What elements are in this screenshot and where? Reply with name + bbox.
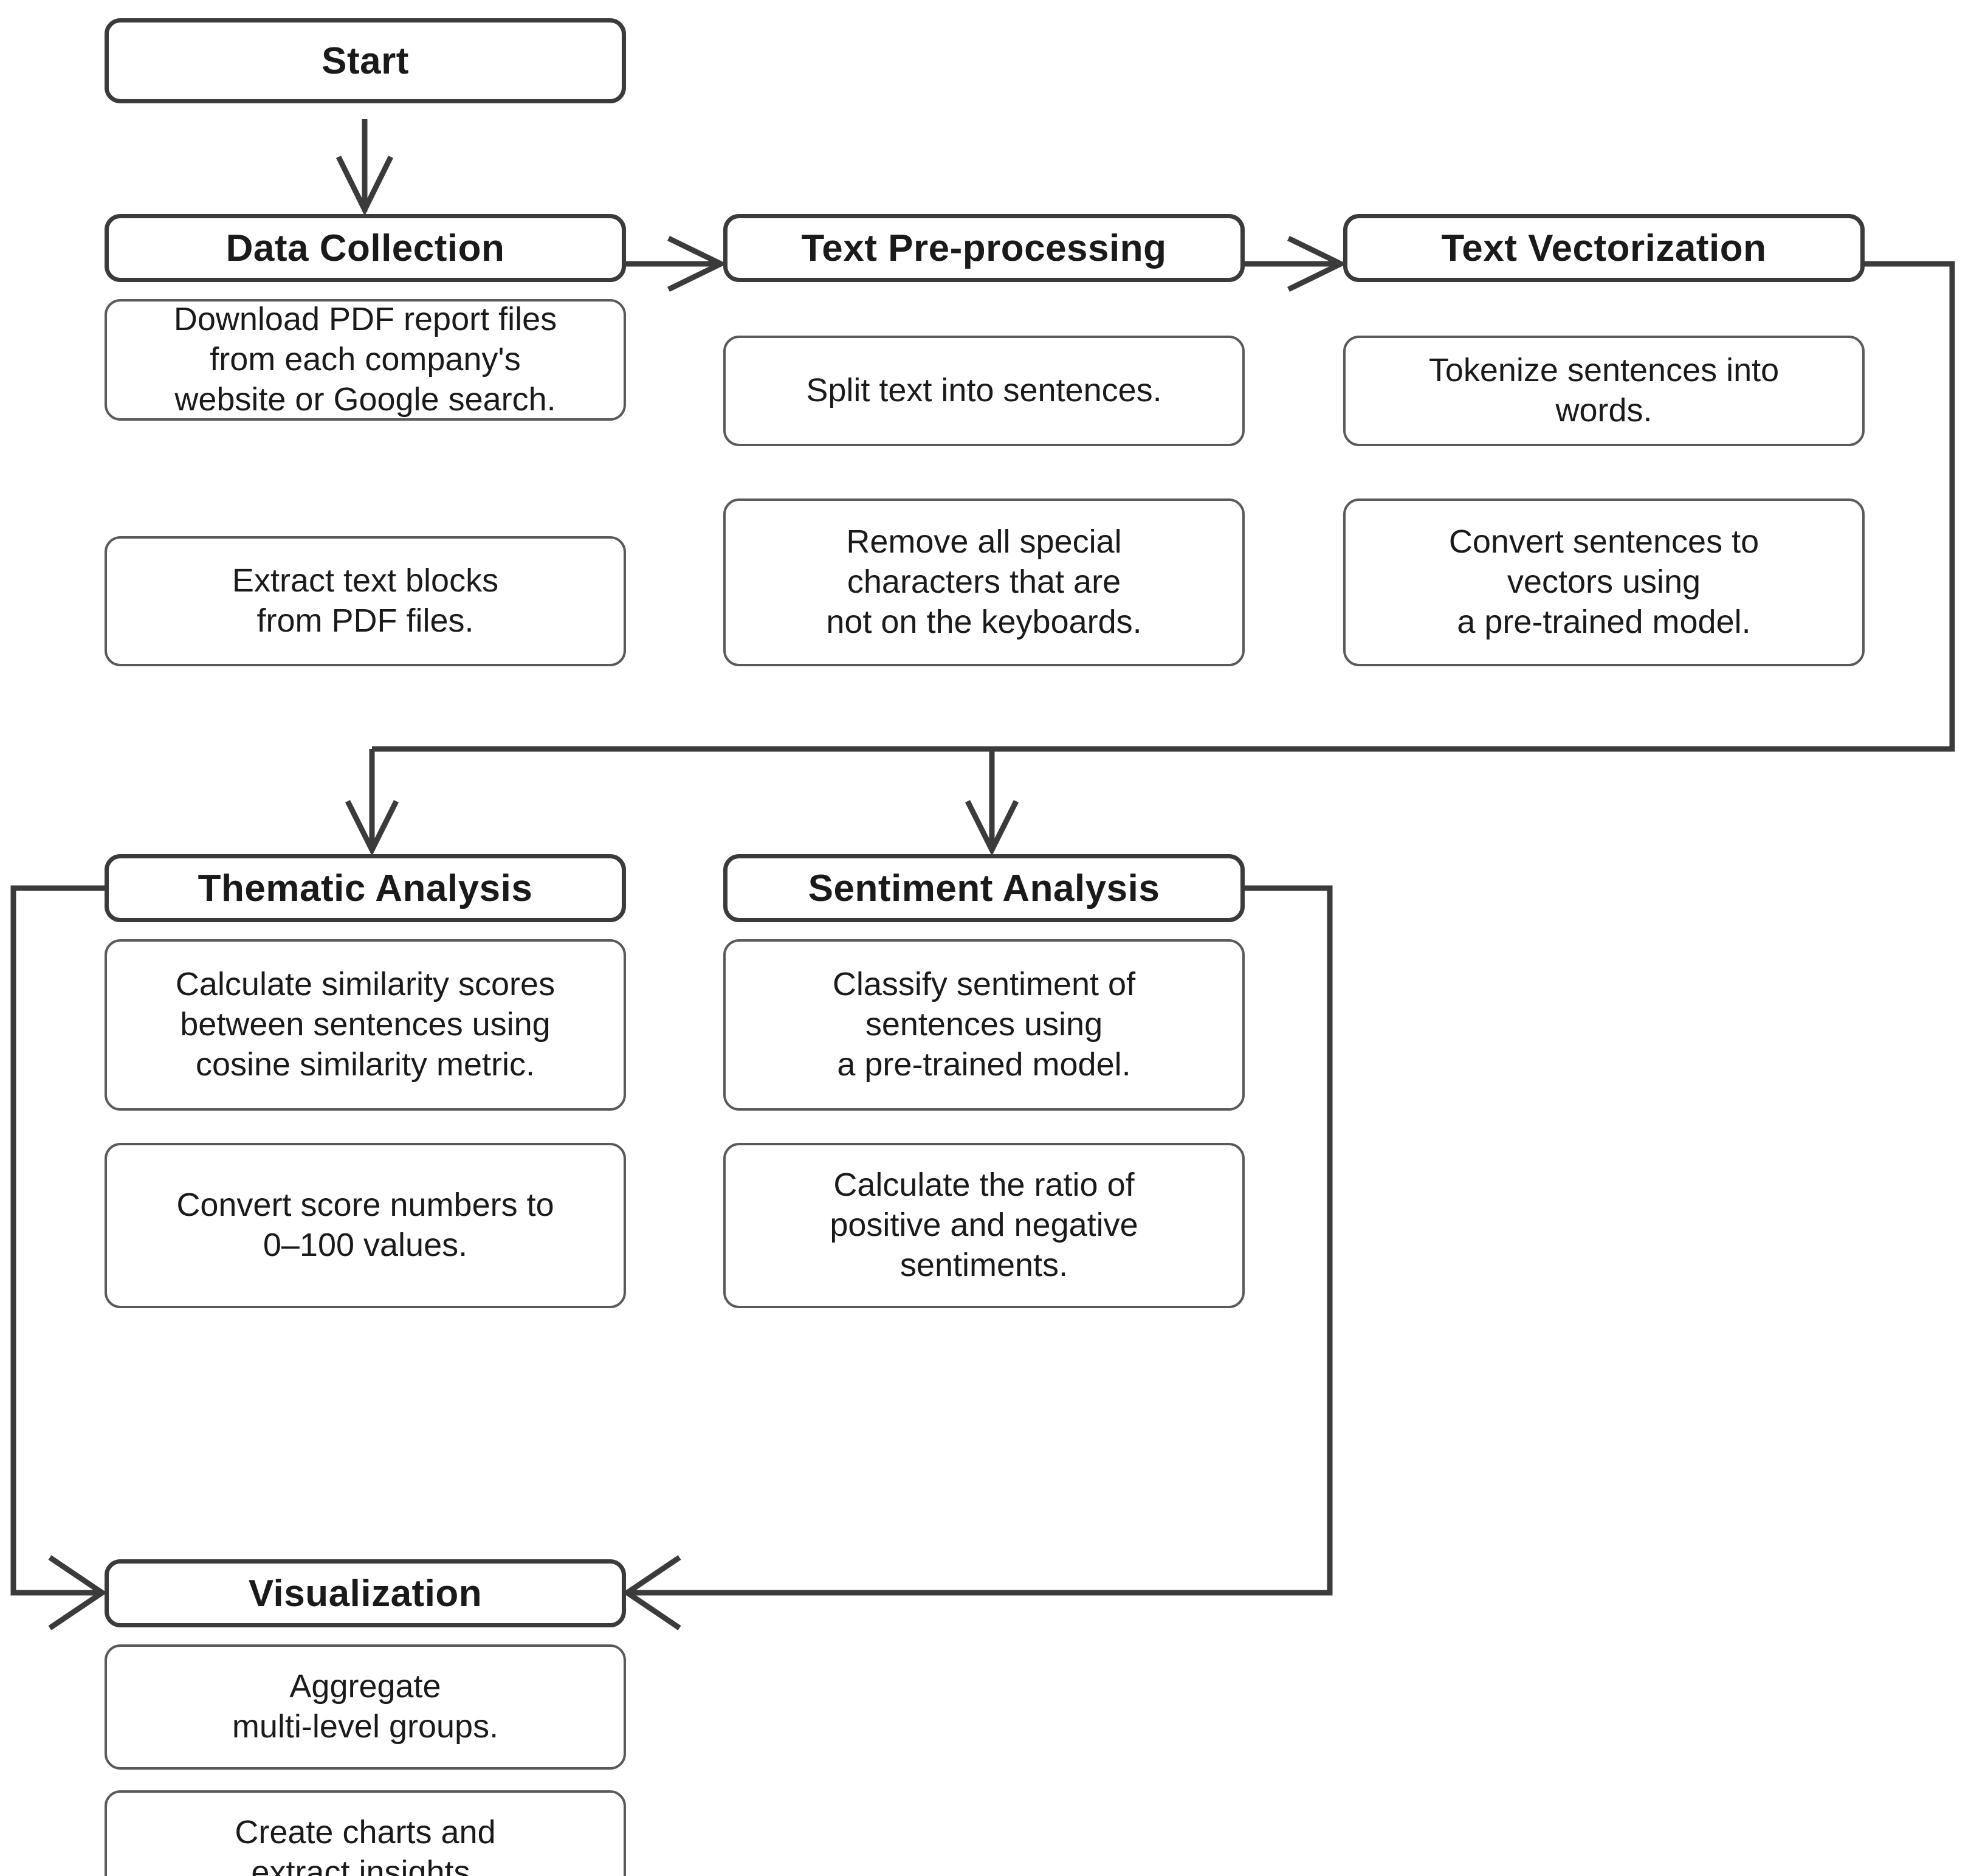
step-sentiment-analysis-1[interactable]: Classify sentiment of sentences using a … — [723, 939, 1245, 1111]
step-visualization-2[interactable]: Create charts and extract insights. — [105, 1790, 626, 1876]
step-visualization-2-text: Create charts and extract insights. — [235, 1814, 496, 1876]
node-visualization[interactable]: Visualization — [105, 1559, 626, 1627]
step-sentiment-analysis-1-text: Classify sentiment of sentences using a … — [832, 966, 1136, 1083]
step-text-preprocessing-2[interactable]: Remove all special characters that are n… — [723, 498, 1245, 666]
step-text-vectorization-2[interactable]: Convert sentences to vectors using a pre… — [1343, 498, 1865, 666]
step-text-preprocessing-1-text: Split text into sentences. — [806, 372, 1162, 409]
node-start-label: Start — [322, 40, 409, 82]
step-thematic-analysis-1[interactable]: Calculate similarity scores between sent… — [105, 939, 626, 1111]
node-thematic-analysis[interactable]: Thematic Analysis — [105, 854, 626, 922]
step-data-collection-1-text: Download PDF report files from each comp… — [173, 301, 557, 418]
node-data-collection-label: Data Collection — [225, 227, 505, 269]
step-text-preprocessing-1[interactable]: Split text into sentences. — [723, 336, 1245, 446]
step-sentiment-analysis-2-text: Calculate the ratio of positive and nega… — [830, 1167, 1138, 1283]
step-text-vectorization-2-text: Convert sentences to vectors using a pre… — [1448, 523, 1759, 640]
edge-data-collection-to-text-preprocessing — [625, 235, 728, 292]
node-text-preprocessing-label: Text Pre-processing — [801, 227, 1167, 269]
node-sentiment-analysis-label: Sentiment Analysis — [808, 867, 1160, 909]
node-text-vectorization[interactable]: Text Vectorization — [1343, 214, 1865, 282]
node-text-preprocessing[interactable]: Text Pre-processing — [723, 214, 1245, 282]
node-visualization-label: Visualization — [248, 1572, 483, 1615]
node-text-vectorization-label: Text Vectorization — [1441, 227, 1767, 269]
edge-start-to-data-collection — [335, 119, 394, 216]
edge-bus-to-sentiment-analysis — [965, 749, 1019, 857]
step-sentiment-analysis-2[interactable]: Calculate the ratio of positive and nega… — [723, 1143, 1245, 1308]
step-visualization-1[interactable]: Aggregate multi-level groups. — [105, 1644, 626, 1770]
step-data-collection-2[interactable]: Extract text blocks from PDF files. — [105, 536, 626, 666]
step-text-vectorization-1[interactable]: Tokenize sentences into words. — [1343, 336, 1865, 446]
step-data-collection-2-text: Extract text blocks from PDF files. — [232, 562, 499, 639]
edge-thematic-analysis-to-visualization — [10, 885, 108, 1630]
step-data-collection-1[interactable]: Download PDF report files from each comp… — [105, 299, 626, 421]
step-text-vectorization-1-text: Tokenize sentences into words. — [1428, 352, 1780, 429]
step-text-preprocessing-2-text: Remove all special characters that are n… — [826, 523, 1142, 640]
step-visualization-1-text: Aggregate multi-level groups. — [232, 1668, 499, 1745]
node-sentiment-analysis[interactable]: Sentiment Analysis — [723, 854, 1245, 922]
node-start[interactable]: Start — [105, 18, 626, 103]
step-thematic-analysis-2[interactable]: Convert score numbers to 0–100 values. — [105, 1143, 626, 1308]
node-thematic-analysis-label: Thematic Analysis — [198, 867, 533, 909]
step-thematic-analysis-2-text: Convert score numbers to 0–100 values. — [176, 1187, 554, 1263]
node-data-collection[interactable]: Data Collection — [105, 214, 626, 282]
step-thematic-analysis-1-text: Calculate similarity scores between sent… — [175, 966, 556, 1083]
edge-text-preprocessing-to-text-vectorization — [1245, 235, 1347, 292]
edge-bus-to-thematic-analysis — [345, 749, 399, 857]
